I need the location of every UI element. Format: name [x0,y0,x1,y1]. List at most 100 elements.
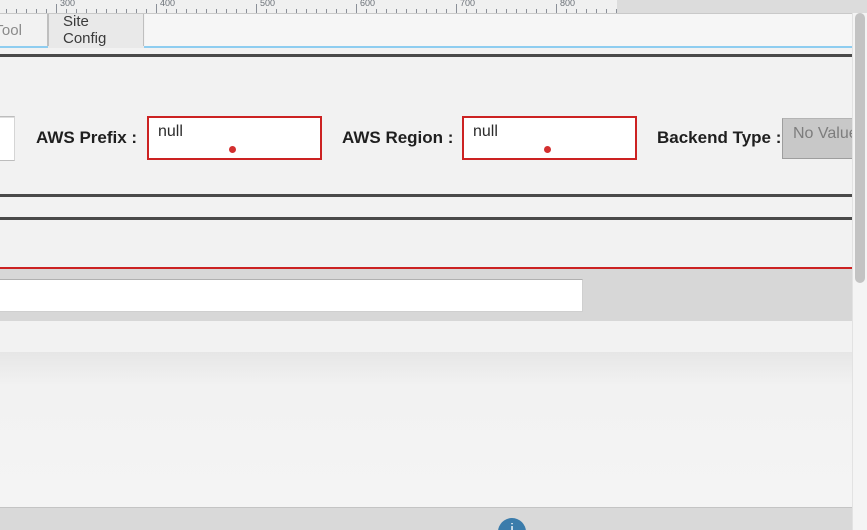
ruler-tick-minor [76,9,77,13]
ruler-tick-minor [376,9,377,13]
ruler-tick-minor [396,9,397,13]
ruler-tick-minor [386,9,387,13]
ruler-tick-minor [366,9,367,13]
ruler-tick-minor [266,9,267,13]
ruler-tick-minor [146,9,147,13]
ruler-label: 300 [60,0,76,8]
tab-tool[interactable]: y Tool [0,14,48,46]
ruler-tick-minor [536,9,537,13]
ruler-tick-minor [546,9,547,13]
separator-mid-1 [0,194,853,197]
ruler-tick-minor [216,9,217,13]
lower-band [0,269,853,321]
ruler-tick-minor [596,9,597,13]
ruler-tick-minor [616,9,617,13]
ruler-label: 600 [360,0,376,8]
left-partial-input[interactable] [0,116,15,161]
empty-region [0,220,853,267]
ruler-label: 400 [160,0,176,8]
ruler-tick-minor [436,9,437,13]
ruler-tick-minor [526,9,527,13]
tab-site-config[interactable]: Site Config [48,13,144,47]
content-area-lower [0,352,853,507]
vertical-scrollbar-thumb[interactable] [855,13,865,283]
ruler-tick-minor [606,9,607,13]
ruler-tick-major [356,4,357,13]
info-badge-glyph: i [510,521,514,530]
ruler-tick-minor [296,9,297,13]
aws-prefix-error-dot-icon [229,146,236,153]
aws-prefix-label: AWS Prefix : [36,128,138,147]
content-area-upper [0,321,853,352]
site-config-form-panel: AWS Prefix : null AWS Region : null Back… [0,57,867,194]
ruler-tick-major [56,4,57,13]
tab-bar: y Tool Site Config [0,13,867,48]
ruler-tick-major [556,4,557,13]
backend-type-label: Backend Type : [657,128,782,147]
ruler-tick-minor [46,9,47,13]
ruler-tick-minor [476,9,477,13]
ruler-tick-minor [446,9,447,13]
ruler-tick-minor [236,9,237,13]
tab-site-config-label: Site Config [63,13,107,47]
aws-prefix-input[interactable]: null [147,116,322,160]
mid-strip [0,197,853,217]
ruler-tick-minor [516,9,517,13]
ruler-tick-minor [466,9,467,13]
separator-mid-2 [0,217,853,220]
ruler-tick-minor [246,9,247,13]
ruler-tick-minor [26,9,27,13]
ruler-tick-minor [346,9,347,13]
ruler-tick-minor [6,9,7,13]
ruler-tick-minor [186,9,187,13]
ruler-tick-minor [86,9,87,13]
ruler-tick-minor [166,9,167,13]
ruler-tick-minor [316,9,317,13]
ruler-tick-minor [416,9,417,13]
separator-red [0,267,853,269]
ruler-tick-minor [406,9,407,13]
ruler-tick-minor [566,9,567,13]
ruler-label: 500 [260,0,276,8]
wide-text-input[interactable] [0,279,583,312]
ruler-tick-minor [586,9,587,13]
ruler-tick-minor [116,9,117,13]
ruler-tick-major [156,4,157,13]
ruler-tick-minor [496,9,497,13]
ruler-tick-minor [576,9,577,13]
ruler-tick-minor [106,9,107,13]
ruler-tick-minor [126,9,127,13]
ruler-tick-minor [136,9,137,13]
ruler-tick-minor [306,9,307,13]
status-bar [0,507,853,530]
ruler-tick-major [456,4,457,13]
ruler-label: 800 [560,0,576,8]
ruler-tick-minor [36,9,37,13]
ruler-right-padding [617,0,867,14]
ruler-tick-major [256,4,257,13]
ruler-tick-minor [486,9,487,13]
ruler-tick-minor [326,9,327,13]
ruler-tick-minor [96,9,97,13]
ruler-tick-minor [226,9,227,13]
ruler-tick-minor [196,9,197,13]
tab-bar-underline [0,46,867,48]
tab-tool-label: y Tool [0,21,22,39]
separator-top [0,54,853,57]
aws-region-label: AWS Region : [342,128,454,147]
info-badge-icon[interactable]: i [498,518,526,530]
ruler-label: 700 [460,0,476,8]
tab-bar-filler [145,14,867,46]
vertical-scrollbar-track[interactable] [852,13,867,530]
ruler-tick-minor [176,9,177,13]
ruler-tick-minor [276,9,277,13]
ruler-tick-minor [16,9,17,13]
ruler-tick-minor [206,9,207,13]
ruler-tick-minor [426,9,427,13]
aws-region-error-dot-icon [544,146,551,153]
aws-region-input[interactable]: null [462,116,637,160]
ruler-tick-minor [336,9,337,13]
horizontal-ruler: 300 400 500 600 700 800 [0,0,617,14]
ruler-tick-minor [286,9,287,13]
